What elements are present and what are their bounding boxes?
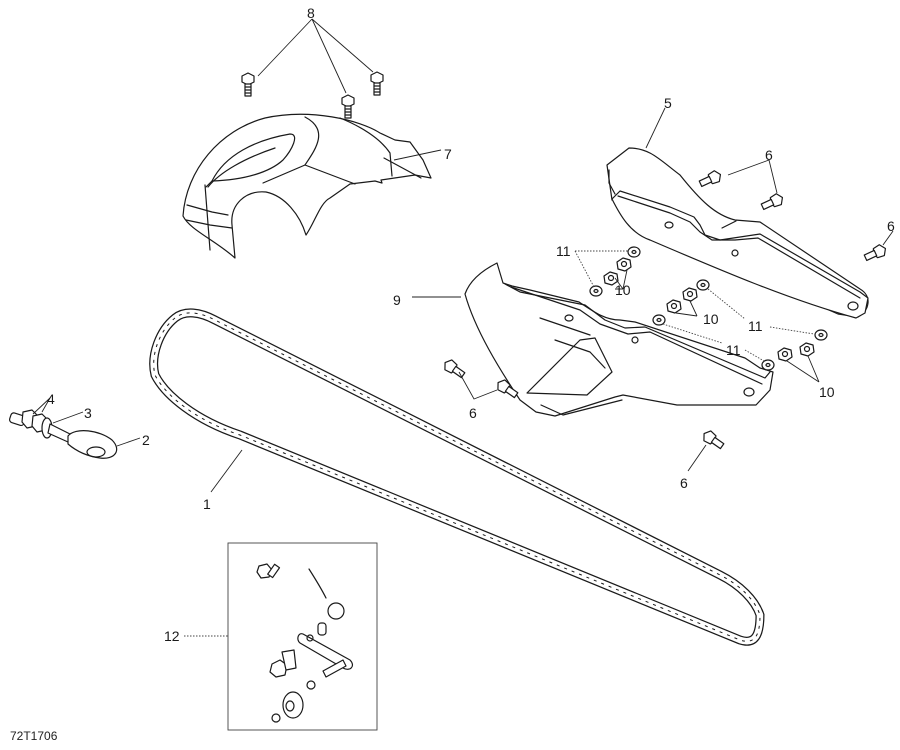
callout-12: 12 — [164, 628, 180, 644]
washer-icon — [696, 279, 710, 291]
callout-6a: 6 — [765, 147, 773, 163]
nut-icon — [682, 287, 698, 302]
nut-icon — [616, 257, 632, 272]
nut-icon — [603, 271, 619, 286]
upper-chain-guard — [606, 107, 869, 319]
chain-adjuster — [8, 397, 141, 459]
bolt-icon — [444, 359, 466, 379]
callout-7: 7 — [444, 146, 452, 162]
lower-chain-guard — [412, 262, 774, 417]
callout-labels: 1 2 3 4 5 6 6 6 6 7 8 9 10 10 10 11 11 1… — [47, 5, 895, 644]
screw-icon — [370, 71, 384, 96]
washer-icon — [652, 314, 666, 326]
washer-icon — [814, 329, 828, 341]
callout-6d: 6 — [680, 475, 688, 491]
washer-icon — [627, 246, 641, 258]
washer-icon — [761, 359, 775, 371]
nut-icon — [777, 347, 793, 362]
figure-id: 72T1706 — [10, 729, 58, 743]
kit-bolt-icon — [256, 563, 281, 579]
callout-6c: 6 — [469, 405, 477, 421]
bolt-icon — [863, 244, 887, 262]
callout-10b: 10 — [703, 311, 719, 327]
bolt-icon — [703, 430, 725, 450]
callout-11b: 11 — [748, 318, 763, 334]
bolt-group-6 — [444, 159, 894, 472]
callout-10c: 10 — [819, 384, 835, 400]
callout-1: 1 — [203, 496, 211, 512]
tensioner-kit — [184, 542, 378, 731]
callout-4: 4 — [47, 391, 55, 407]
callout-8: 8 — [307, 5, 315, 21]
sprocket-cover — [182, 113, 442, 259]
bolt-icon — [497, 379, 519, 399]
screw-icon — [241, 72, 255, 97]
callout-11a: 11 — [556, 243, 571, 259]
callout-6b: 6 — [887, 218, 895, 234]
nut-icon — [666, 299, 682, 314]
screw-icon — [341, 94, 355, 119]
callout-9: 9 — [393, 292, 401, 308]
nut-icon — [799, 342, 815, 357]
bolt-icon — [760, 193, 784, 211]
callout-2: 2 — [142, 432, 150, 448]
drive-chain — [149, 308, 765, 646]
callout-3: 3 — [84, 405, 92, 421]
callout-11c: 11 — [726, 342, 741, 358]
hardware-group — [574, 246, 828, 383]
callout-10a: 10 — [615, 282, 631, 298]
bolt-icon — [698, 170, 722, 188]
washer-icon — [589, 285, 603, 297]
callout-5: 5 — [664, 95, 672, 111]
screw-group-8 — [241, 18, 384, 119]
